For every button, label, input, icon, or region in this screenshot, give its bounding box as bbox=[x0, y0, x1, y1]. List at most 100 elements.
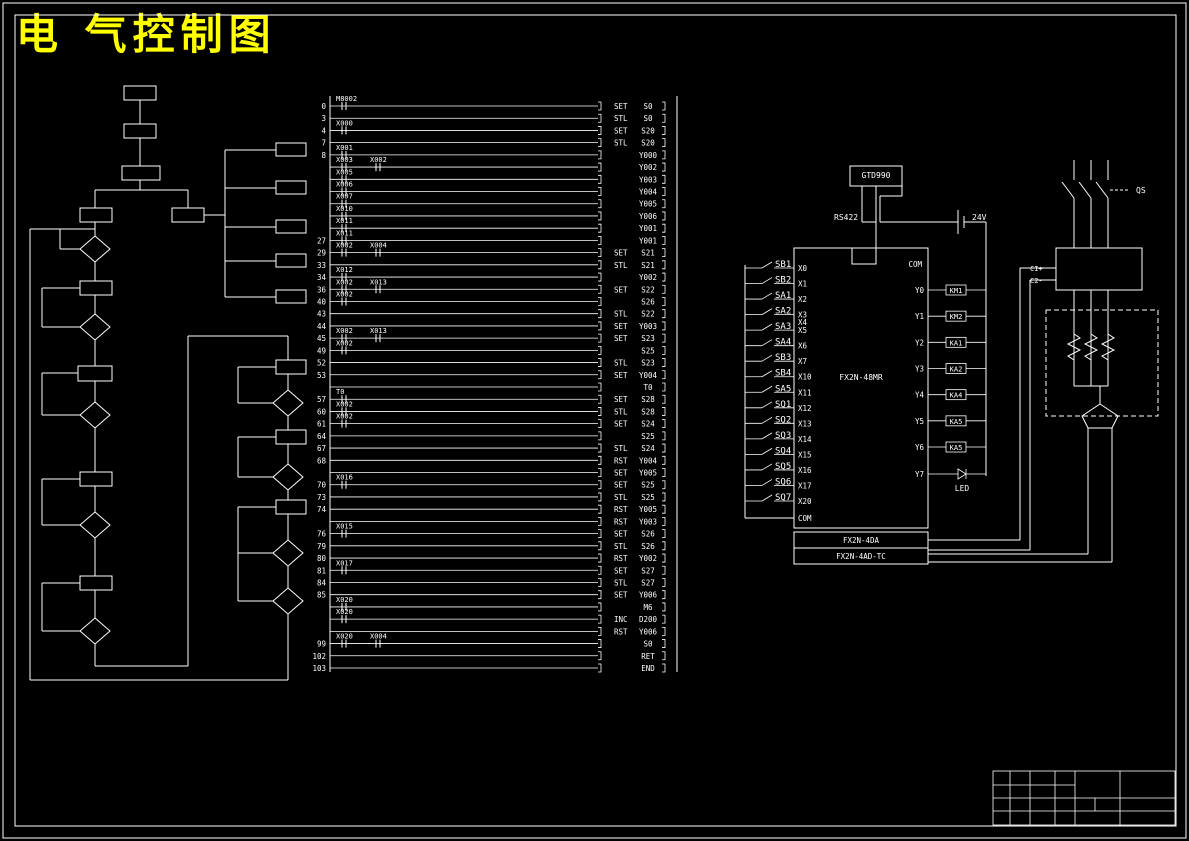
instruction-op: RST bbox=[614, 554, 628, 563]
ladder-rails bbox=[329, 96, 678, 672]
input-terminal: X13 bbox=[798, 419, 812, 428]
input-switch bbox=[761, 339, 773, 347]
input-terminal: X10 bbox=[798, 373, 812, 382]
voltage-label: 24V bbox=[972, 213, 987, 222]
input-switch bbox=[761, 432, 773, 440]
instr-bracket-right bbox=[662, 626, 666, 636]
instr-bracket-right bbox=[662, 614, 666, 624]
instruction-device: S27 bbox=[641, 578, 655, 587]
instruction-device: Y005 bbox=[639, 469, 657, 478]
instr-bracket-right bbox=[662, 370, 666, 380]
instr-bracket-left bbox=[598, 370, 602, 380]
instruction-device: S24 bbox=[641, 444, 655, 453]
instr-bracket-left bbox=[598, 223, 602, 233]
instruction-device: S22 bbox=[641, 285, 655, 294]
instruction-device: Y002 bbox=[639, 163, 657, 172]
input-switch bbox=[761, 448, 773, 455]
contact-label: M8002 bbox=[336, 95, 357, 103]
instr-bracket-left bbox=[598, 382, 602, 392]
ladder-rung: 67 STL S24 bbox=[317, 443, 666, 453]
rung-number: 8 bbox=[321, 151, 326, 160]
rung-number: 76 bbox=[317, 530, 327, 539]
instruction-op: RST bbox=[614, 517, 628, 526]
instruction-device: D200 bbox=[639, 615, 658, 624]
contact-label: X020 bbox=[336, 633, 353, 641]
instruction-device: S26 bbox=[641, 530, 655, 539]
instruction-device: S22 bbox=[641, 310, 655, 319]
instr-bracket-right bbox=[662, 358, 666, 367]
instr-bracket-right bbox=[662, 187, 666, 196]
da-module-label: FX2N-4DA bbox=[843, 536, 880, 545]
input-terminal: X14 bbox=[798, 435, 812, 444]
input-device: SQ7 bbox=[775, 493, 791, 503]
instr-bracket-right bbox=[662, 651, 666, 661]
instr-bracket-right bbox=[662, 590, 666, 600]
instruction-device: Y002 bbox=[639, 554, 657, 563]
instr-bracket-left bbox=[598, 407, 602, 416]
instruction-device: S23 bbox=[641, 334, 655, 343]
com-right-label: COM bbox=[908, 260, 922, 269]
ladder-rung: T0 bbox=[330, 382, 666, 392]
instruction-op: RST bbox=[614, 456, 628, 465]
input-device: SB4 bbox=[775, 369, 791, 379]
instruction-op: STL bbox=[614, 444, 628, 453]
contact-label: X011 bbox=[336, 229, 353, 237]
instr-bracket-left bbox=[598, 590, 602, 600]
input-terminal: X0 bbox=[798, 264, 808, 273]
coil-label: KM1 bbox=[950, 287, 963, 295]
rung-number: 67 bbox=[317, 444, 326, 453]
input-terminal: X20 bbox=[798, 497, 812, 506]
input-switch bbox=[761, 463, 773, 471]
instr-bracket-left bbox=[598, 480, 602, 490]
instr-bracket-left bbox=[598, 565, 602, 575]
instruction-device: Y000 bbox=[639, 151, 658, 160]
instr-bracket-right bbox=[662, 113, 666, 123]
instr-bracket-right bbox=[662, 174, 666, 184]
instr-bracket-right bbox=[662, 248, 666, 258]
contact-label: X020 bbox=[336, 596, 353, 604]
instr-bracket-right bbox=[662, 639, 666, 648]
instr-bracket-right bbox=[662, 297, 666, 306]
input-terminal: X17 bbox=[798, 481, 812, 490]
instruction-device: T0 bbox=[643, 383, 653, 392]
input-switch bbox=[761, 385, 773, 393]
instruction-device: END bbox=[641, 664, 655, 673]
contact-label: X001 bbox=[336, 144, 353, 152]
input-terminal: X11 bbox=[798, 388, 812, 397]
instr-bracket-right bbox=[662, 480, 666, 490]
coil-label: KM2 bbox=[950, 313, 963, 321]
instruction-op: SET bbox=[614, 420, 628, 429]
rung-number: 34 bbox=[317, 273, 327, 282]
instr-bracket-left bbox=[598, 651, 602, 661]
instruction-device: S23 bbox=[641, 359, 655, 368]
rung-number: 0 bbox=[321, 102, 326, 111]
instr-bracket-left bbox=[598, 101, 602, 111]
rung-number: 33 bbox=[317, 261, 326, 270]
ad-module-label: FX2N-4AD-TC bbox=[836, 552, 886, 561]
instr-bracket-left bbox=[598, 614, 602, 624]
rung-number: 3 bbox=[321, 114, 326, 123]
input-device: SQ5 bbox=[775, 462, 791, 472]
instr-bracket-left bbox=[598, 455, 602, 465]
instruction-op: SET bbox=[614, 334, 628, 343]
